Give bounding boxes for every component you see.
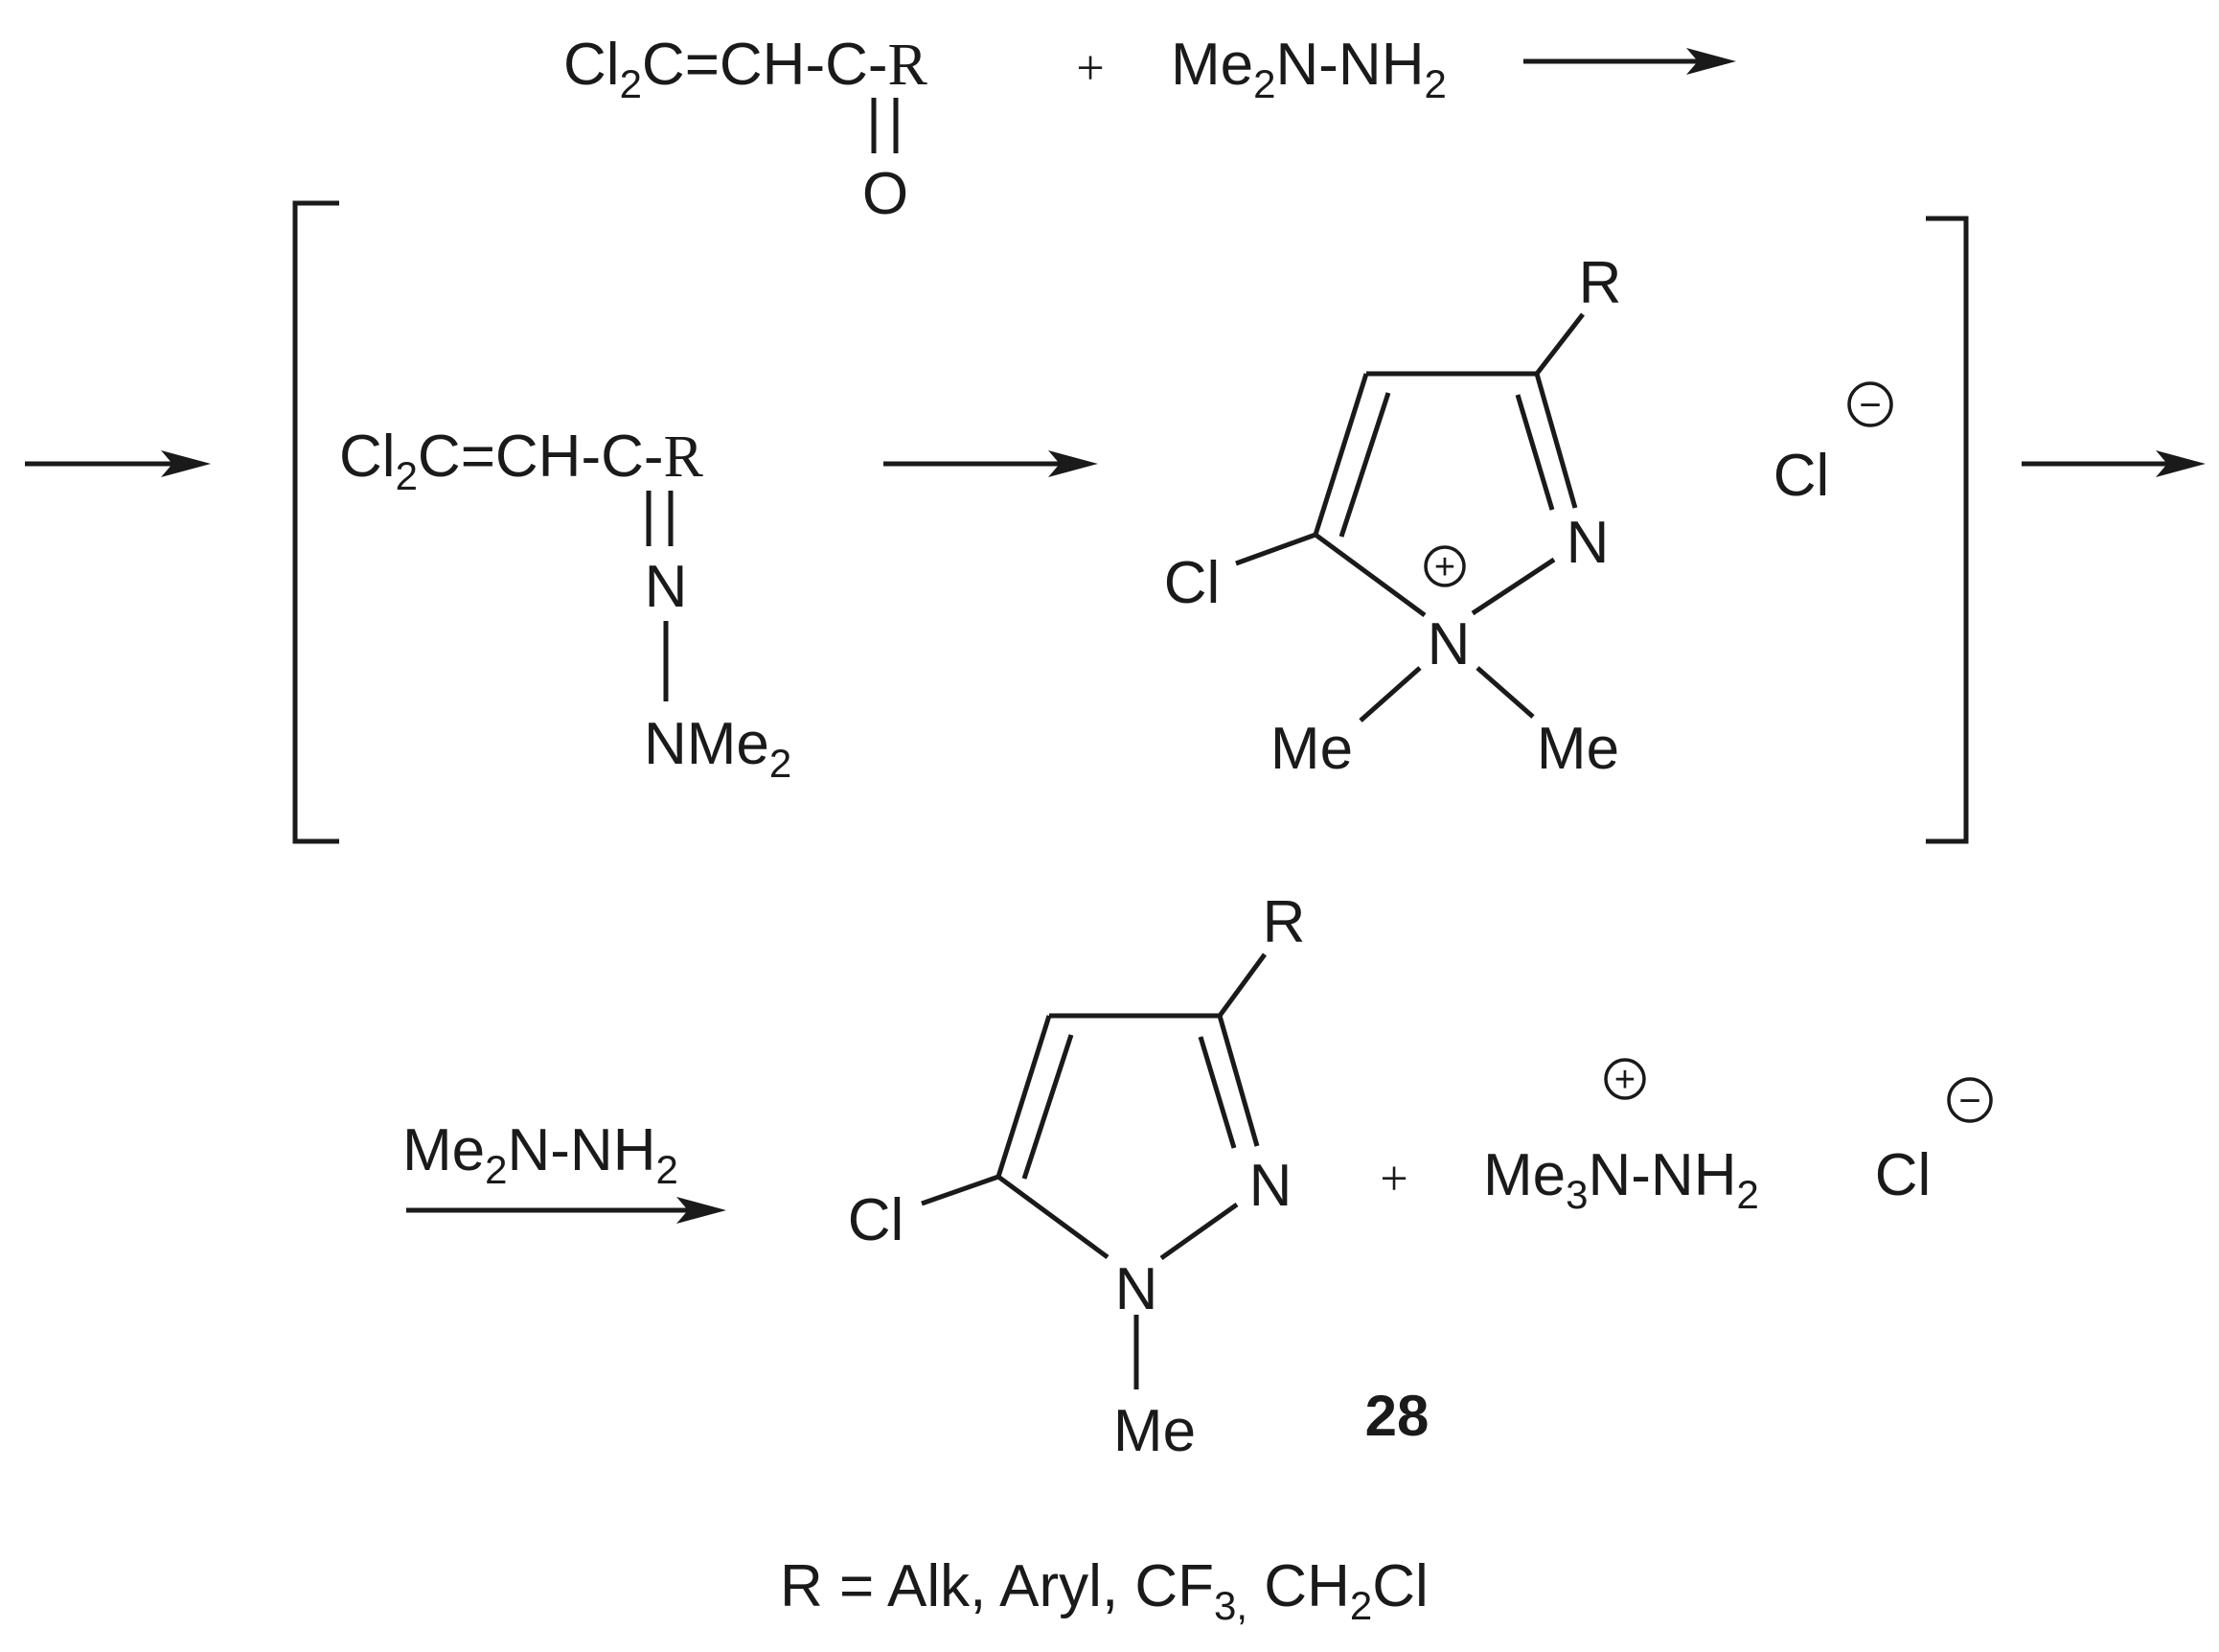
ring-bond-c4-c5 — [1313, 373, 1369, 536]
pyrazolium-me-left: Me — [1270, 716, 1353, 782]
positive-charge-icon: + — [1424, 545, 1466, 587]
substituent-bond-r — [1535, 312, 1585, 376]
reaction-arrow-5 — [406, 1197, 726, 1224]
hydrazone-intermediate: Cl2C=CH-C-R N NMe2 — [339, 424, 791, 786]
byproduct-me-subscript: 3 — [1566, 1172, 1588, 1217]
footnote-cf3-subscript: 3, — [1214, 1583, 1247, 1628]
ring-bond-c5-n1 — [1314, 532, 1427, 618]
byproduct-formula: Me3N-NH2 — [1483, 1142, 1759, 1217]
hydrazone-nme: NMe — [644, 711, 769, 777]
ring-bond-c3-n2-inner — [1515, 394, 1555, 511]
plus-sign-2: + — [1380, 1152, 1407, 1206]
chloride-cl: Cl — [1773, 443, 1830, 509]
chloride-counterion: Cl − — [1773, 381, 1893, 509]
reaction-arrow-2 — [25, 450, 211, 477]
byproduct-me: Me — [1483, 1142, 1566, 1208]
compound-label: 28 — [1365, 1384, 1430, 1448]
product-ring-bond-c4-c5-inner — [1021, 1034, 1074, 1180]
product-ring-bond-c3-n2-inner — [1198, 1036, 1237, 1149]
footnote-tail: Cl — [1372, 1553, 1429, 1619]
svg-text:Cl2C=CH-C-R: Cl2C=CH-C-R — [563, 32, 928, 106]
footnote-lead: R = Alk, Aryl, CF — [780, 1553, 1214, 1619]
footnote-mid: CH — [1247, 1553, 1350, 1619]
byproduct-nh-subscript: 2 — [1736, 1172, 1758, 1217]
substituent-footnote: R = Alk, Aryl, CF3, CH2Cl — [780, 1553, 1429, 1628]
hydrazone-chain: C=CH-C- — [418, 424, 664, 490]
byproduct-chloride: Cl — [1875, 1142, 1932, 1208]
substituent-bond-me-left — [1359, 666, 1422, 723]
arrow-reagent-n-nh: N-NH — [508, 1117, 656, 1183]
product-ring-bond-c3-n2 — [1217, 1015, 1260, 1147]
bracket-left — [292, 200, 339, 844]
reactant-ketone-cl: Cl — [563, 32, 620, 98]
arrow-reagent-me: Me — [402, 1117, 485, 1183]
product-n2: N — [1249, 1153, 1293, 1219]
svg-text:Cl2C=CH-C-R: Cl2C=CH-C-R — [339, 424, 704, 498]
hydrazone-cl-subscript: 2 — [396, 453, 418, 498]
hydrazone-r: R — [664, 424, 704, 490]
pyrazolium-n2: N — [1567, 510, 1610, 576]
arrow-reagent-label: Me2N-NH2 — [402, 1117, 678, 1192]
byproduct-negative-sign: − — [1958, 1080, 1980, 1122]
positive-charge-icon: + — [1604, 1058, 1646, 1100]
byproduct-n-nh: N-NH — [1589, 1142, 1737, 1208]
pyrazolium-r: R — [1579, 250, 1622, 316]
carbonyl-oxygen: O — [862, 161, 908, 227]
ring-bond-c4-c5-inner — [1338, 392, 1391, 538]
arrow-reagent-nh-subscript: 2 — [655, 1147, 677, 1192]
arrow-reagent-me-subscript: 2 — [485, 1147, 507, 1192]
footnote-ch2-subscript: 2 — [1350, 1583, 1372, 1628]
product-me: Me — [1113, 1398, 1196, 1464]
product-substituent-bond-cl — [921, 1174, 999, 1206]
pyrazolium-intermediate: R N N Cl Me Me + — [1164, 250, 1622, 782]
reactant-ketone-chain: C=CH-C- — [642, 32, 888, 98]
hydrazone-nme-subscript: 2 — [769, 741, 791, 786]
byproduct-positive-sign: + — [1614, 1060, 1636, 1100]
negative-charge-sign: − — [1859, 384, 1881, 426]
product-ring-bond-c5-n1 — [996, 1174, 1110, 1260]
hydrazone-n: N — [645, 554, 688, 620]
substituent-bond-me-right — [1476, 666, 1535, 719]
ring-bond-c3-n2 — [1534, 373, 1578, 509]
positive-charge-sign: + — [1434, 547, 1455, 587]
bracket-right — [1926, 216, 1969, 844]
pyrazolium-me-right: Me — [1537, 716, 1619, 782]
reagent-me-subscript: 2 — [1253, 61, 1275, 106]
reagent-me: Me — [1171, 32, 1253, 98]
pyrazolium-cl: Cl — [1164, 550, 1221, 616]
reaction-arrow-3 — [883, 450, 1098, 477]
product-r: R — [1263, 889, 1306, 955]
substituent-bond-cl — [1235, 532, 1316, 566]
pyrazolium-n1: N — [1428, 611, 1471, 677]
product-substituent-bond-r — [1217, 952, 1268, 1018]
reaction-arrow-1 — [1523, 48, 1736, 75]
reactant-ketone-r: R — [888, 33, 928, 98]
ring-bond-n1-n2 — [1471, 557, 1556, 616]
hydrazone-nme2: NMe2 — [644, 711, 791, 786]
product-cl: Cl — [848, 1187, 904, 1253]
reagent-n-nh: N-NH — [1276, 32, 1425, 98]
pyrazole-product: R N N Cl Me — [848, 889, 1306, 1464]
hydrazone-cl: Cl — [339, 424, 396, 490]
plus-sign-1: + — [1076, 41, 1104, 96]
reagent-dimethylhydrazine: Me2N-NH2 — [1171, 32, 1447, 106]
negative-charge-icon: − — [1947, 1077, 1993, 1123]
reactant-ketone: Cl2C=CH-C-R O — [563, 32, 928, 227]
reagent-nh-subscript: 2 — [1424, 61, 1446, 106]
negative-charge-icon: − — [1847, 381, 1893, 427]
reaction-arrow-4 — [2022, 450, 2206, 477]
product-n1: N — [1115, 1256, 1158, 1322]
reactant-ketone-cl-subscript: 2 — [620, 61, 642, 106]
product-ring-bond-n1-n2 — [1159, 1202, 1239, 1261]
product-ring-bond-c4-c5 — [995, 1015, 1052, 1178]
trimethylhydrazinium-chloride: Me3N-NH2 + Cl − — [1483, 1058, 1993, 1217]
